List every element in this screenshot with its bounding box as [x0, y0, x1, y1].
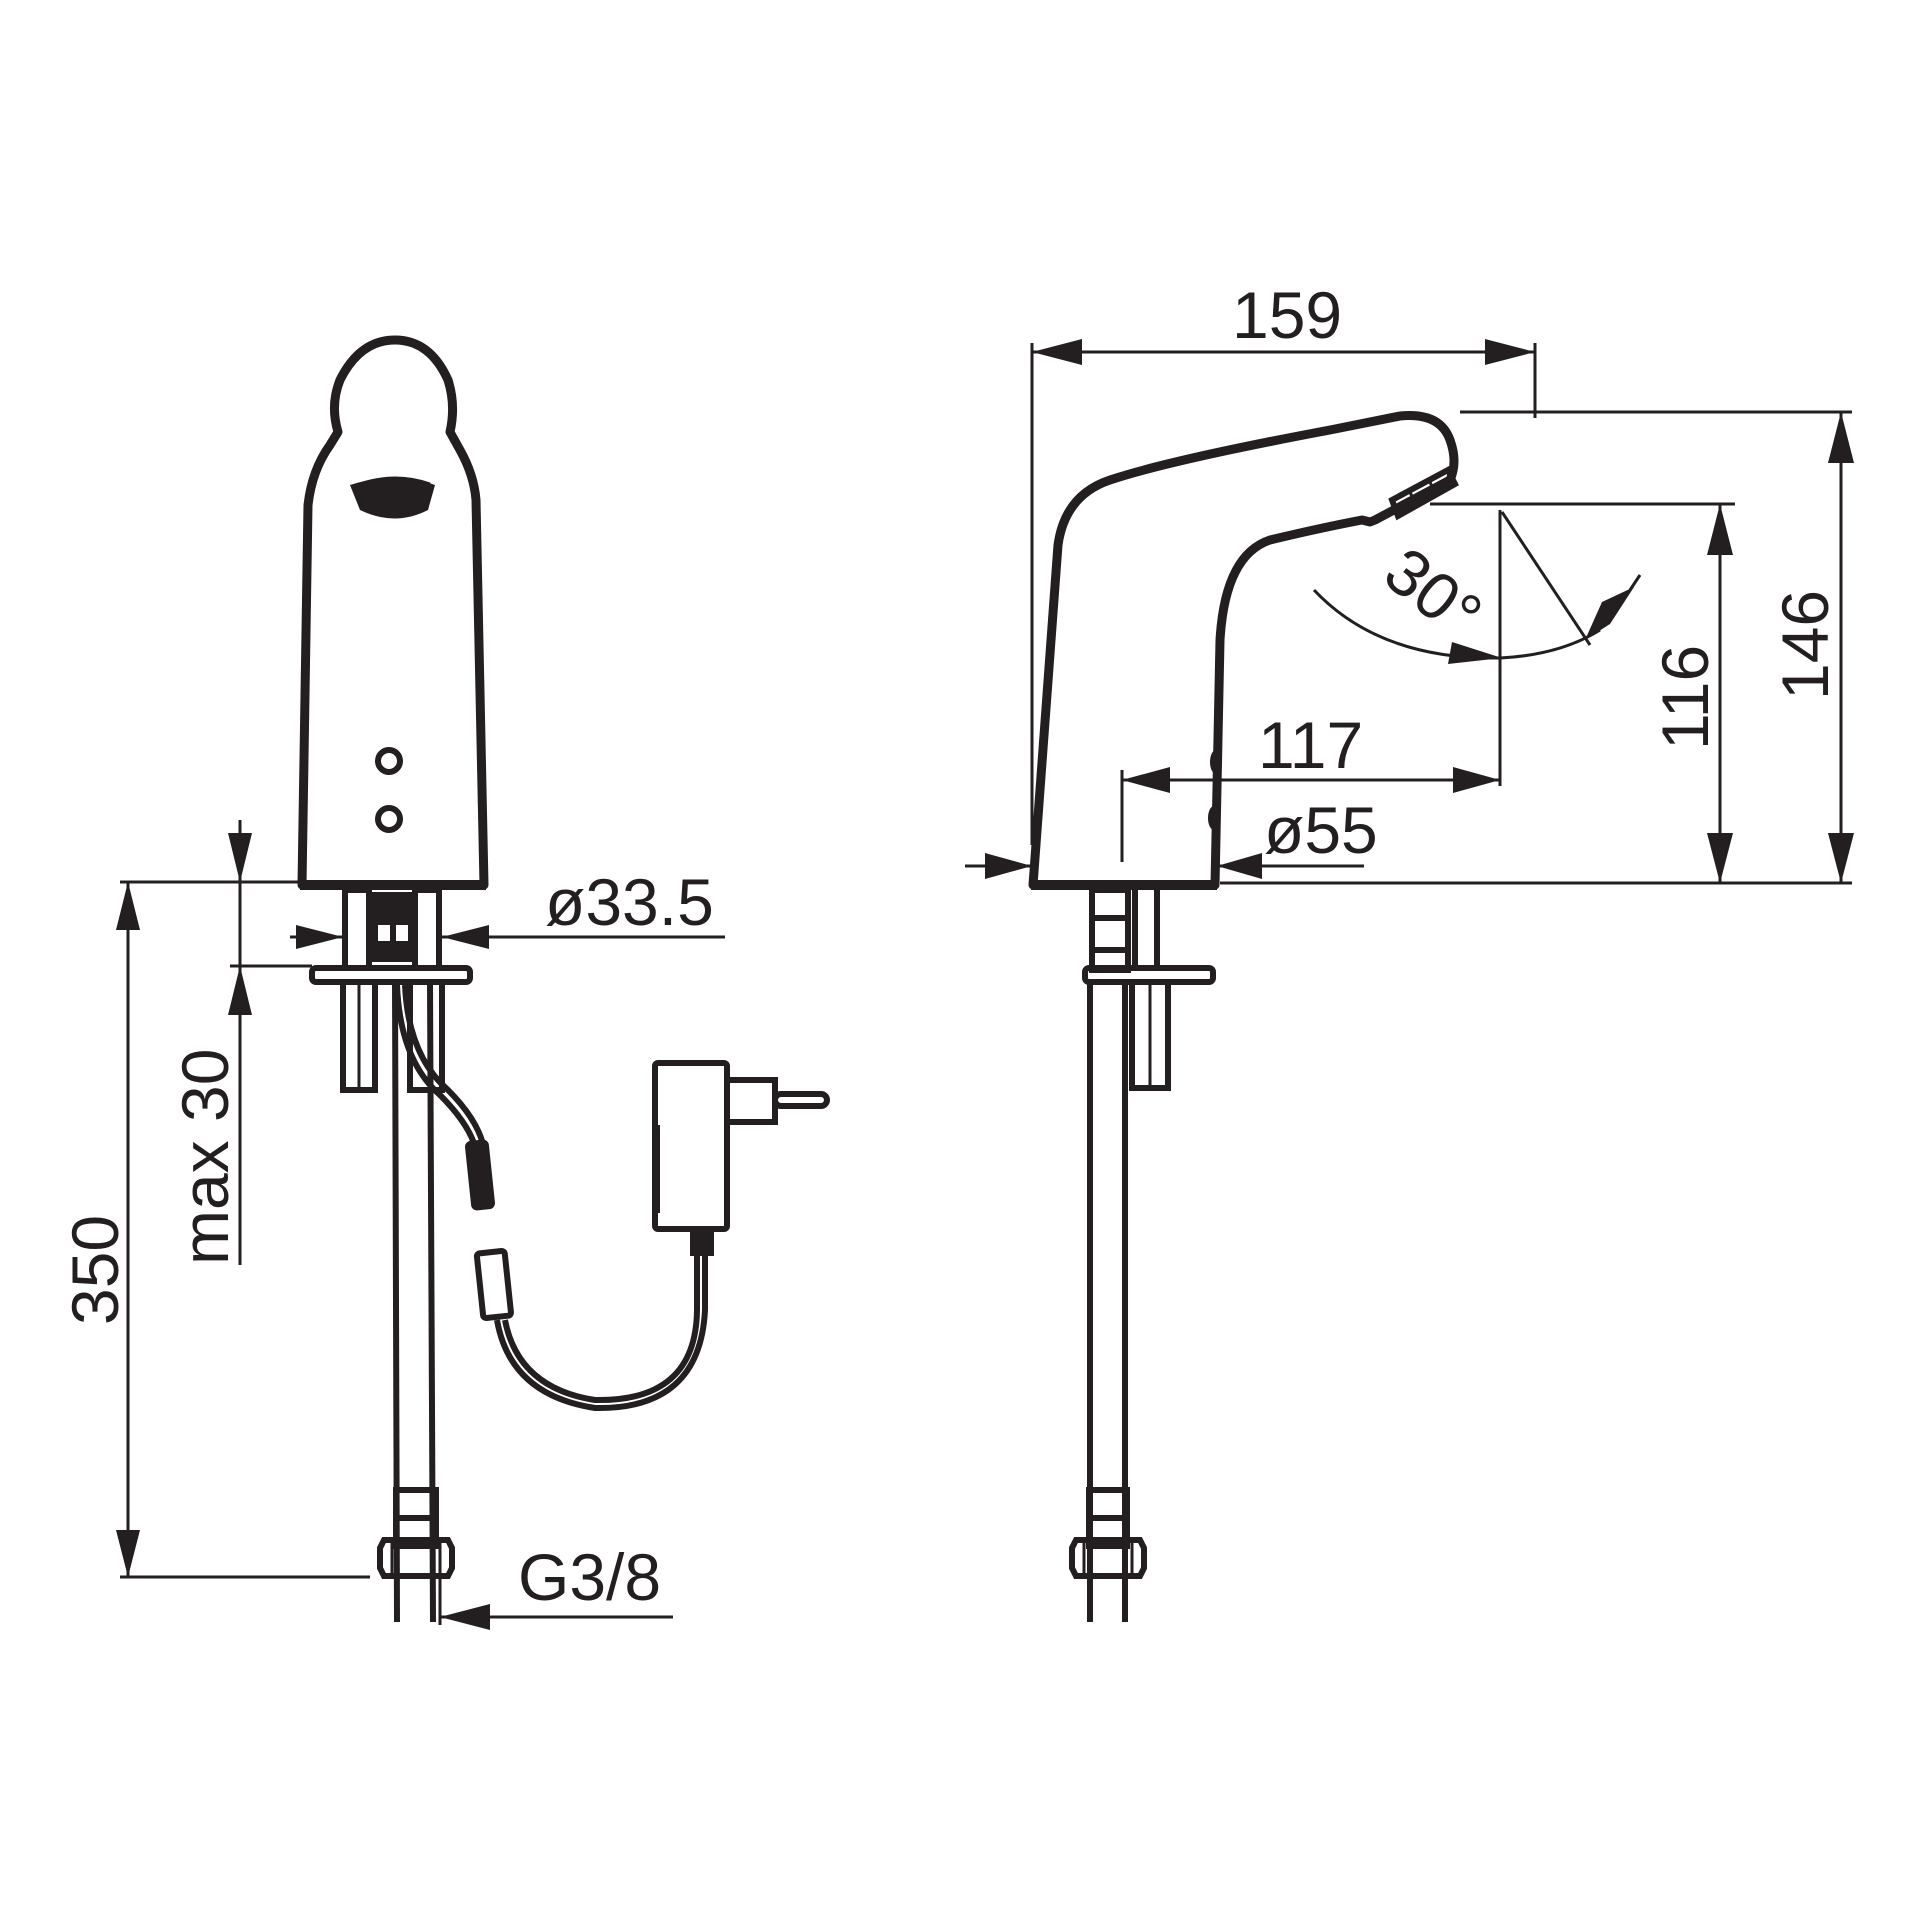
faucet-body-side [1028, 411, 1459, 890]
side-view: 159 146 116 117 [965, 278, 1854, 1622]
aerator-side [1388, 465, 1459, 521]
dimension-350: 350 [58, 880, 370, 1579]
stud-upper-right [412, 887, 442, 971]
sensor-cable [394, 984, 479, 1151]
g38-label: G3/8 [518, 1540, 661, 1614]
dimension-146: 146 [1220, 410, 1854, 885]
dimension-116: 116 [1430, 502, 1735, 883]
dimension-159: 159 [1030, 278, 1537, 845]
aerator [350, 477, 435, 519]
stud-right [407, 979, 445, 1093]
116-label: 116 [1648, 645, 1722, 750]
faucet-body-front [297, 335, 489, 890]
power-plug-body [724, 1077, 778, 1125]
dimension-max30: max 30 [168, 820, 312, 1265]
cable-connector-male [473, 1248, 514, 1321]
159-label: 159 [1232, 278, 1342, 352]
350-label: 350 [58, 1215, 132, 1325]
hex-nut [377, 1537, 455, 1579]
max30-label: max 30 [168, 1049, 242, 1265]
power-plug-pin [772, 1091, 830, 1109]
dimension-117: 117 [1120, 510, 1502, 862]
cable-connector-female [465, 1139, 495, 1211]
sensor-window-upper [375, 747, 403, 775]
sensor-window-lower [375, 805, 403, 833]
30deg-label: 30° [1371, 533, 1495, 653]
stud-upper-left [342, 887, 372, 971]
sensor-bump-upper [1210, 750, 1222, 774]
dimension-g38: G3/8 [438, 1540, 673, 1630]
front-view: max 30 350 ø33.5 G3/8 [58, 335, 830, 1630]
d55-label: ø55 [1264, 793, 1378, 867]
hex-nut-side [1069, 1537, 1147, 1579]
146-label: 146 [1768, 590, 1842, 700]
117-label: 117 [1258, 708, 1363, 782]
dimension-30deg: 30° [1312, 511, 1642, 664]
dimension-d33: ø33.5 [290, 865, 725, 949]
dimension-d55: ø55 [965, 793, 1378, 879]
mounting-plate [309, 965, 473, 985]
power-adapter [652, 1060, 730, 1232]
d33-label: ø33.5 [545, 865, 714, 939]
sensor-bump-lower [1208, 806, 1220, 830]
